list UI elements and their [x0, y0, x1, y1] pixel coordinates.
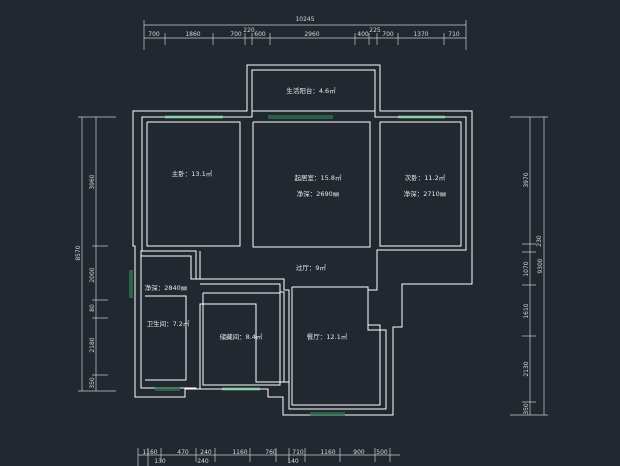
left-dimension: 350	[89, 377, 96, 389]
right-dimension: 1610	[523, 303, 530, 318]
left-dimensions: 8570 3960 2000 80 2180 350	[75, 116, 116, 392]
top-total-dimension: 10245	[295, 16, 314, 23]
top-dimensions: 10245 700 1860 700 220 600 2960 400 225 …	[143, 16, 467, 50]
room-label-study: 储藏间：8.4㎡	[220, 332, 263, 341]
room-labels: 生活阳台：4.6㎡ 起居室：15.8㎡ 净深：2690㎜ 主卧：13.1㎡ 次卧…	[145, 86, 447, 341]
right-total-dimension: 9300	[537, 258, 544, 273]
room-label-second: 次卧：11.2㎡	[405, 173, 446, 182]
windows	[129, 115, 445, 416]
top-dimension: 225	[369, 27, 381, 34]
bottom-dimension: 900	[353, 449, 365, 456]
top-dimension: 710	[448, 31, 460, 38]
room-label-dining: 餐厅：12.1㎡	[307, 332, 348, 341]
bottom-dimension: 140	[287, 458, 299, 465]
right-dimension: 350	[523, 403, 530, 415]
bottom-dimension: 710	[292, 449, 304, 456]
room-label-corridor: 过厅：9㎡	[296, 263, 327, 272]
room-label-bath: 卫生间：7.2㎡	[147, 319, 190, 328]
bottom-dimension: 1160	[142, 449, 157, 456]
room-label-master: 主卧：13.1㎡	[172, 169, 213, 178]
right-dimension: 3970	[523, 172, 530, 187]
top-dimension: 2960	[304, 31, 319, 38]
right-dimension: 230	[536, 235, 543, 247]
top-dimension: 1860	[185, 31, 200, 38]
left-dimension: 3960	[89, 174, 96, 189]
right-dimension: 1070	[523, 261, 530, 276]
left-dimension: 2000	[89, 267, 96, 282]
room-label-bath-height: 净深：2840㎜	[145, 283, 188, 292]
right-dimensions: 9300 3970 230 1070 1610 2130 350	[510, 116, 548, 416]
top-dimension: 700	[148, 31, 160, 38]
bottom-dimension: 1160	[320, 449, 335, 456]
top-dimension: 1370	[413, 31, 428, 38]
top-dimension: 700	[230, 31, 242, 38]
top-dimension: 400	[357, 31, 369, 38]
left-total-dimension: 8570	[75, 245, 82, 260]
bottom-dimension: 130	[154, 458, 166, 465]
room-label-second-height: 净深：2710㎜	[404, 189, 447, 198]
top-dimension: 700	[382, 31, 394, 38]
room-label-living-height: 净深：2690㎜	[297, 189, 340, 198]
bottom-dimension: 240	[197, 458, 209, 465]
bottom-dimension: 500	[376, 449, 388, 456]
top-dimension: 220	[243, 27, 255, 34]
room-label-living: 起居室：15.8㎡	[295, 173, 342, 182]
room-label-balcony: 生活阳台：4.6㎡	[286, 86, 336, 95]
bottom-dimension: 240	[200, 449, 212, 456]
bottom-dimension: 470	[177, 449, 189, 456]
bottom-dimension: 1160	[232, 449, 247, 456]
walls	[132, 64, 473, 416]
top-dimension: 600	[254, 31, 266, 38]
bottom-dimensions: 1160 470 240 1160 760 710 1160 900 500 1…	[137, 448, 400, 466]
right-dimension: 2130	[523, 361, 530, 376]
left-dimension: 2180	[89, 337, 96, 352]
bottom-dimension: 760	[265, 449, 277, 456]
left-dimension: 80	[89, 304, 96, 312]
